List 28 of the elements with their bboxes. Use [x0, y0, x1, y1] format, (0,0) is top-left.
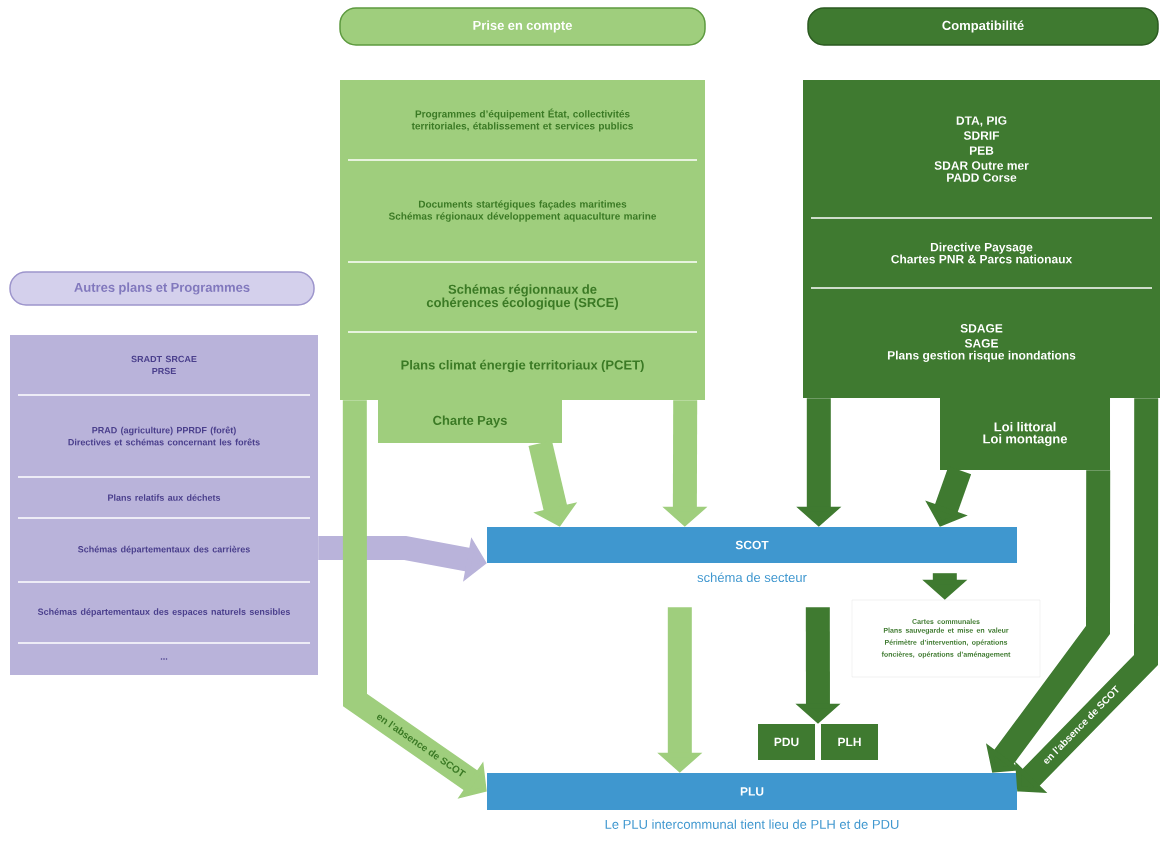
node-label: schéma de secteur [697, 572, 807, 583]
list-section: SDAGE SAGE Plans gestion risque inondations [887, 324, 1076, 362]
category-header: Prise en compte [339, 7, 706, 46]
node-label: Loi littoral [994, 421, 1056, 432]
list-section: PRAD (agriculture) PPRDF (forêt) Directives et schémas concernant les forêts [68, 426, 260, 446]
list-section: Programmes d’équipement État, collectivités territoriales, établissement et services publics [411, 108, 633, 132]
list-section: SRADT SRCAE PRSE [131, 355, 197, 375]
source-box: Loi littoral Loi montagne [940, 398, 1110, 470]
category-header: Compatibilité [807, 7, 1159, 46]
arrow [1015, 398, 1159, 793]
source-box: Charte Pays [378, 400, 562, 443]
list-section: Schémas départementaux des espaces naturels sensibles [37, 608, 290, 617]
list-section: Schémas départementaux des carrières [78, 545, 250, 555]
list-section: Plans relatifs aux déchets [108, 494, 221, 501]
list-section: ... [160, 658, 168, 660]
category-header: Autres plans et Programmes [9, 271, 315, 306]
category-panel [10, 335, 318, 675]
node-label: Le PLU intercommunal tient lieu de PLH et de PDU [605, 819, 899, 829]
list-section: Schémas régionnaux de cohérences écologique (SRCE) [426, 284, 618, 310]
plan-box: PDU [758, 724, 815, 760]
plan-bar: SCOT [487, 527, 1017, 563]
list-section: DTA, PIG SDRIF PEB SDAR Outre mer PADD Corse [934, 116, 1029, 182]
list-section: Directive Paysage Chartes PNR & Parcs nationaux [891, 242, 1073, 264]
list-section: Plans climat énergie territoriaux (PCET) [401, 359, 644, 373]
node-label: Loi montagne [983, 433, 1068, 447]
list-section: Documents startégiques façades maritimes Schémas régionaux développement aquaculture marine [388, 200, 657, 222]
plan-bar: PLU [487, 773, 1017, 810]
node-label: Charte Pays [433, 415, 507, 428]
